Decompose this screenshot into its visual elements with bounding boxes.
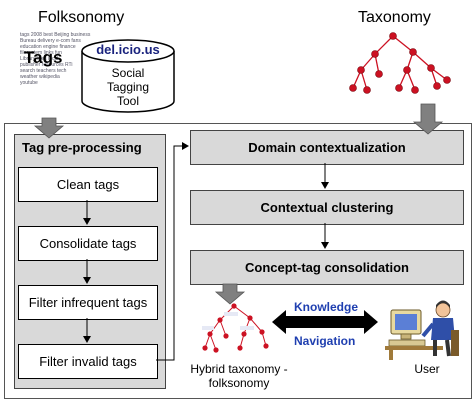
cloud-line: Bureau delivery e-com fans [20,38,81,44]
cloud-line: publisher resources RTi [20,62,73,68]
preprocessing-title: Tag pre-processing [22,140,142,155]
hybrid-label-line1: Hybrid taxonomy - [190,362,288,376]
cloud-line: filesystem links fun [20,50,62,56]
main-frame [4,123,472,399]
hybrid-tree-icon [202,303,269,353]
tool-name-line2: Tagging [106,80,150,94]
tag-cloud: tags 2008 best Beijing business Bureau d… [20,32,120,86]
cloud-line: search teachers tech [20,68,67,74]
knowledge-label: Knowledge [294,300,359,314]
cloud-line: Library lives local [20,56,59,62]
hybrid-label-line2: folksonomy [208,376,270,390]
gray-arrow-folksonomy [33,117,65,139]
gray-arrow-taxonomy [412,103,444,135]
arrow-preprocessing-to-domain [156,142,189,361]
cloud-line: education engine finance [20,44,76,50]
step-filter-infrequent: Filter infrequent tags [18,285,158,320]
tags-word: Tags [24,48,63,67]
step-domain-contextualization: Domain contextualization [190,130,464,165]
tool-name: Social Tagging Tool [88,66,168,108]
user-computer-icon [385,300,459,360]
cloud-line: tags 2008 best Beijing business [20,32,91,38]
cloud-line: youtube [20,80,38,86]
cloud-line: weather wikipedia [20,74,60,80]
gray-arrow-hybrid [214,283,246,305]
folksonomy-title: Folksonomy [38,9,125,26]
step-clean-tags: Clean tags [18,167,158,202]
user-label: User [414,362,440,376]
tool-name-line3: Tool [116,94,139,108]
tool-label: del.icio.us [96,42,160,57]
step-filter-invalid: Filter invalid tags [18,344,158,379]
hybrid-label: Hybrid taxonomy - folksonomy [186,362,292,390]
tool-name-line1: Social [111,66,145,80]
database-icon [81,39,175,113]
double-arrow-knowledge-navigation [272,310,378,334]
navigation-label: Navigation [294,334,356,348]
step-concept-tag-consolidation: Concept-tag consolidation [190,250,464,285]
taxonomy-tree-icon [349,32,451,94]
taxonomy-title: Taxonomy [358,9,431,26]
step-contextual-clustering: Contextual clustering [190,190,464,225]
step-consolidate-tags: Consolidate tags [18,226,158,261]
